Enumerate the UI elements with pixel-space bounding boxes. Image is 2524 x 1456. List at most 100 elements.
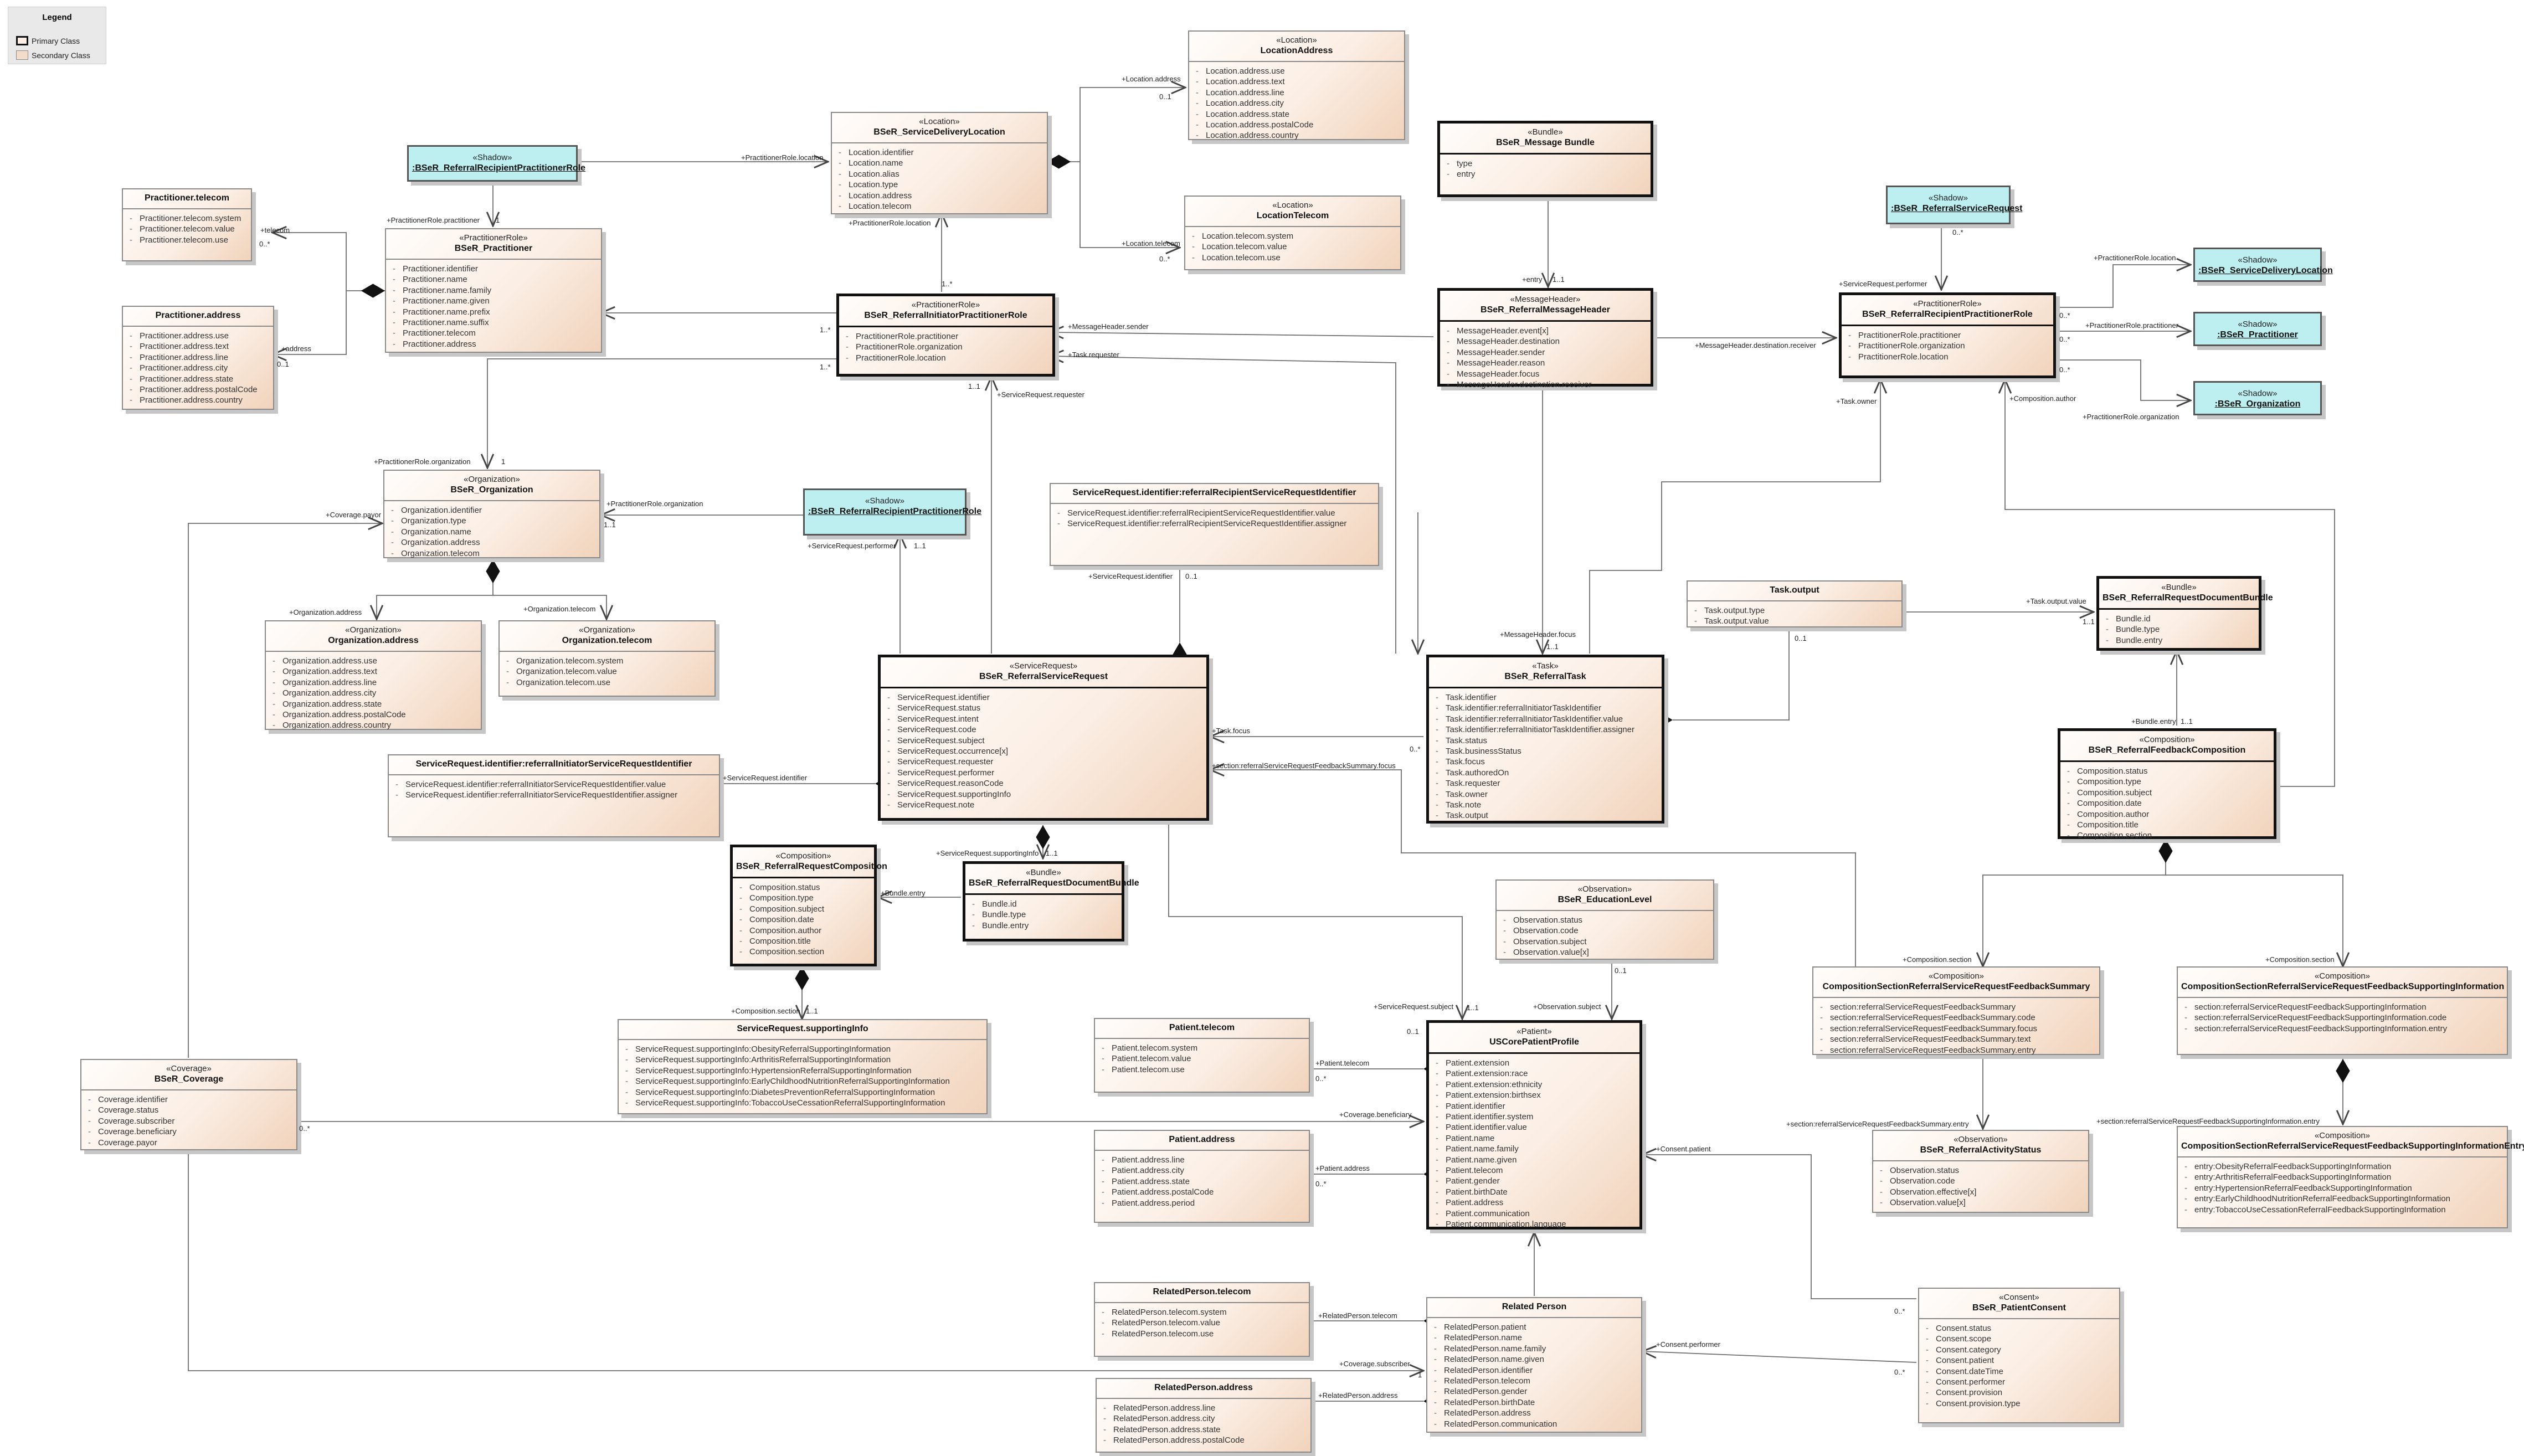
edge-label: +address <box>281 344 311 353</box>
class-practitioner-address[interactable]: Practitioner.addressPractitioner.address… <box>122 306 274 410</box>
class-attribute: Composition.section <box>739 946 871 958</box>
class-stereotype: «Organization» <box>464 475 520 484</box>
class-bser-referral-request-document-bundle-left[interactable]: «Bundle»BSeR_ReferralRequestDocumentBund… <box>963 861 1139 941</box>
class-us-core-patient-profile[interactable]: «Patient»USCorePatientProfilePatient.ext… <box>1426 1020 1642 1230</box>
class-attribute: Patient.identifier.value <box>1436 1122 1636 1133</box>
class-task-output[interactable]: Task.outputTask.output.typeTask.output.v… <box>1687 580 1903 627</box>
class-feedback-summary-section[interactable]: «Composition»CompositionSectionReferralS… <box>1812 966 2100 1056</box>
class-header: «PractitionerRole»BSeR_ReferralInitiator… <box>839 296 1052 327</box>
class-bser-referral-recipient-practitioner-role[interactable]: «PractitionerRole»BSeR_ReferralRecipient… <box>1839 292 2056 378</box>
shadow-referral-recipient-practitioner-role-top[interactable]: «Shadow»:BSeR_ReferralRecipientPractitio… <box>407 145 585 182</box>
class-bser-practitioner[interactable]: «PractitionerRole»BSeR_PractitionerPract… <box>385 228 602 353</box>
class-attribute: Patient.address.postalCode <box>1102 1187 1305 1198</box>
class-location-telecom[interactable]: «Location»LocationTelecomLocation.teleco… <box>1184 195 1401 270</box>
class-initiator-service-request-identifier[interactable]: ServiceRequest.identifier:referralInitia… <box>388 754 720 837</box>
class-stereotype: «Consent» <box>1999 1293 2039 1302</box>
class-related-person[interactable]: Related PersonRelatedPerson.patientRelat… <box>1426 1297 1642 1433</box>
class-stereotype: «Task» <box>1532 661 1559 671</box>
class-attribute: Location.address.postalCode <box>1196 120 1401 131</box>
shadow-service-delivery-location[interactable]: «Shadow»:BSeR_ServiceDeliveryLocation <box>2193 248 2333 282</box>
class-name: BSeR_Practitioner <box>454 244 533 253</box>
attribute-list: RelatedPerson.patientRelatedPerson.nameR… <box>1427 1318 1641 1434</box>
class-bser-referral-activity-status[interactable]: «Observation»BSeR_ReferralActivityStatus… <box>1872 1130 2089 1213</box>
edge-label: 0..1 <box>1185 572 1197 580</box>
class-related-person-address[interactable]: RelatedPerson.addressRelatedPerson.addre… <box>1096 1378 1312 1453</box>
class-header: ServiceRequest.identifier:referralInitia… <box>389 755 719 775</box>
edge-label: 1..* <box>820 363 831 371</box>
shadow-referral-recipient-practitioner-role-mid[interactable]: «Shadow»:BSeR_ReferralRecipientPractitio… <box>803 488 981 536</box>
class-bser-referral-message-header[interactable]: «MessageHeader»BSeR_ReferralMessageHeade… <box>1437 288 1653 390</box>
class-bser-referral-request-composition[interactable]: «Composition»BSeR_ReferralRequestComposi… <box>730 845 887 966</box>
edge-label: 0..* <box>2059 311 2070 320</box>
class-bser-referral-task[interactable]: «Task»BSeR_ReferralTaskTask.identifierTa… <box>1426 655 1664 824</box>
class-name: CompositionSectionReferralServiceRequest… <box>2181 1141 2524 1151</box>
class-organization-address[interactable]: «Organization»Organization.addressOrgani… <box>265 620 482 731</box>
class-attribute: Patient.name.given <box>1436 1155 1636 1166</box>
class-patient-address[interactable]: Patient.addressPatient.address.linePatie… <box>1094 1130 1310 1223</box>
class-feedback-supporting-information-entry[interactable]: «Composition»CompositionSectionReferralS… <box>2177 1126 2524 1228</box>
shadow-organization[interactable]: «Shadow»:BSeR_Organization <box>2193 381 2322 415</box>
class-recipient-service-request-identifier[interactable]: ServiceRequest.identifier:referralRecipi… <box>1050 483 1379 566</box>
class-bser-referral-request-document-bundle[interactable]: «Bundle»BSeR_ReferralRequestDocumentBund… <box>2096 576 2273 651</box>
class-patient-telecom[interactable]: Patient.telecomPatient.telecom.systemPat… <box>1094 1018 1310 1093</box>
class-bser-referral-service-request[interactable]: «ServiceRequest»BSeR_ReferralServiceRequ… <box>878 655 1209 821</box>
class-practitioner-telecom[interactable]: Practitioner.telecomPractitioner.telecom… <box>122 188 252 261</box>
class-related-person-telecom[interactable]: RelatedPerson.telecomRelatedPerson.telec… <box>1094 1282 1310 1357</box>
edge-label: 1..1 <box>914 542 926 550</box>
class-attribute: RelatedPerson.patient <box>1434 1322 1638 1333</box>
class-feedback-supporting-section[interactable]: «Composition»CompositionSectionReferralS… <box>2177 966 2508 1055</box>
class-attribute: Task.identifier:referralInitiatorTaskIde… <box>1436 724 1658 735</box>
class-bser-message-bundle[interactable]: «Bundle»BSeR_Message Bundletypeentry <box>1437 121 1653 197</box>
class-header: Patient.address <box>1095 1131 1309 1151</box>
attribute-list: Practitioner.telecom.systemPractitioner.… <box>123 209 251 250</box>
class-stereotype: «Composition» <box>775 851 831 861</box>
class-attribute: Organization.telecom <box>391 548 596 559</box>
class-header: «Task»BSeR_ReferralTask <box>1429 657 1662 688</box>
class-name: Task.output <box>1770 585 1819 595</box>
class-bser-education-level[interactable]: «Observation»BSeR_EducationLevelObservat… <box>1495 879 1714 960</box>
class-name: BSeR_ReferralInitiatorPractitionerRole <box>864 311 1027 320</box>
class-bser-service-delivery-location[interactable]: «Location»BSeR_ServiceDeliveryLocationLo… <box>831 112 1048 214</box>
class-attribute: RelatedPerson.name.given <box>1434 1354 1638 1365</box>
class-attribute: Location.telecom <box>839 201 1043 212</box>
class-attribute: Organization.address.city <box>273 688 477 699</box>
class-service-request-supporting-info[interactable]: ServiceRequest.supportingInfoServiceRequ… <box>618 1019 988 1114</box>
edge-label: +ServiceRequest.requester <box>997 390 1084 399</box>
class-bser-patient-consent[interactable]: «Consent»BSeR_PatientConsentConsent.stat… <box>1918 1288 2120 1423</box>
class-attribute: Coverage.payor <box>88 1138 293 1149</box>
class-attribute: ServiceRequest.identifier:referralInitia… <box>395 779 716 790</box>
class-attribute: Observation.effective[x] <box>1880 1187 2085 1198</box>
class-bser-coverage[interactable]: «Coverage»BSeR_CoverageCoverage.identifi… <box>80 1059 297 1150</box>
class-attribute: Task.identifier:referralInitiatorTaskIde… <box>1436 714 1658 725</box>
class-organization-telecom[interactable]: «Organization»Organization.telecomOrgani… <box>498 620 716 697</box>
class-location-address[interactable]: «Location»LocationAddressLocation.addres… <box>1188 30 1405 141</box>
edge-label: +MessageHeader.destination.receiver <box>1695 341 1816 349</box>
class-attribute: Task.output.value <box>1694 616 1898 627</box>
class-header: «Composition»CompositionSectionReferralS… <box>2178 1127 2524 1157</box>
class-stereotype: «Location» <box>1272 200 1313 210</box>
shadow-practitioner[interactable]: «Shadow»:BSeR_Practitioner <box>2193 312 2322 346</box>
class-bser-referral-feedback-composition[interactable]: «Composition»BSeR_ReferralFeedbackCompos… <box>2058 728 2276 841</box>
edge-label: +Composition.author <box>2009 394 2076 403</box>
shadow-referral-service-request[interactable]: «Shadow»:BSeR_ReferralServiceRequest <box>1886 186 2023 224</box>
class-stereotype: «Bundle» <box>2161 583 2197 592</box>
class-attribute: Practitioner.identifier <box>393 264 598 275</box>
class-attribute: Location.address.line <box>1196 88 1401 99</box>
class-attribute: PractitionerRole.location <box>846 353 1049 364</box>
class-attribute: Patient.extension:birthsex <box>1436 1090 1636 1101</box>
attribute-list: Practitioner.address.usePractitioner.add… <box>123 327 273 410</box>
class-attribute: Consent.scope <box>1926 1334 2116 1345</box>
class-attribute: Bundle.id <box>972 899 1118 910</box>
attribute-list: PractitionerRole.practitionerPractitione… <box>839 327 1052 368</box>
class-attribute: Patient.telecom.system <box>1102 1043 1305 1054</box>
class-name: :BSeR_Practitioner <box>2217 330 2298 339</box>
class-attribute: Organization.telecom.value <box>506 666 711 677</box>
class-name: :BSeR_ReferralServiceRequest <box>1891 204 2023 213</box>
edge-label: 0..1 <box>1795 634 1807 642</box>
class-attribute: Practitioner.telecom.use <box>130 235 248 246</box>
class-bser-referral-initiator-practitioner-role[interactable]: «PractitionerRole»BSeR_ReferralInitiator… <box>836 294 1055 377</box>
edge-label: 0..* <box>1894 1368 1905 1376</box>
class-bser-organization[interactable]: «Organization»BSeR_OrganizationOrganizat… <box>383 470 600 559</box>
class-name: BSeR_ReferralActivityStatus <box>1920 1145 2042 1155</box>
class-header: «Composition»BSeR_ReferralFeedbackCompos… <box>2060 731 2274 762</box>
